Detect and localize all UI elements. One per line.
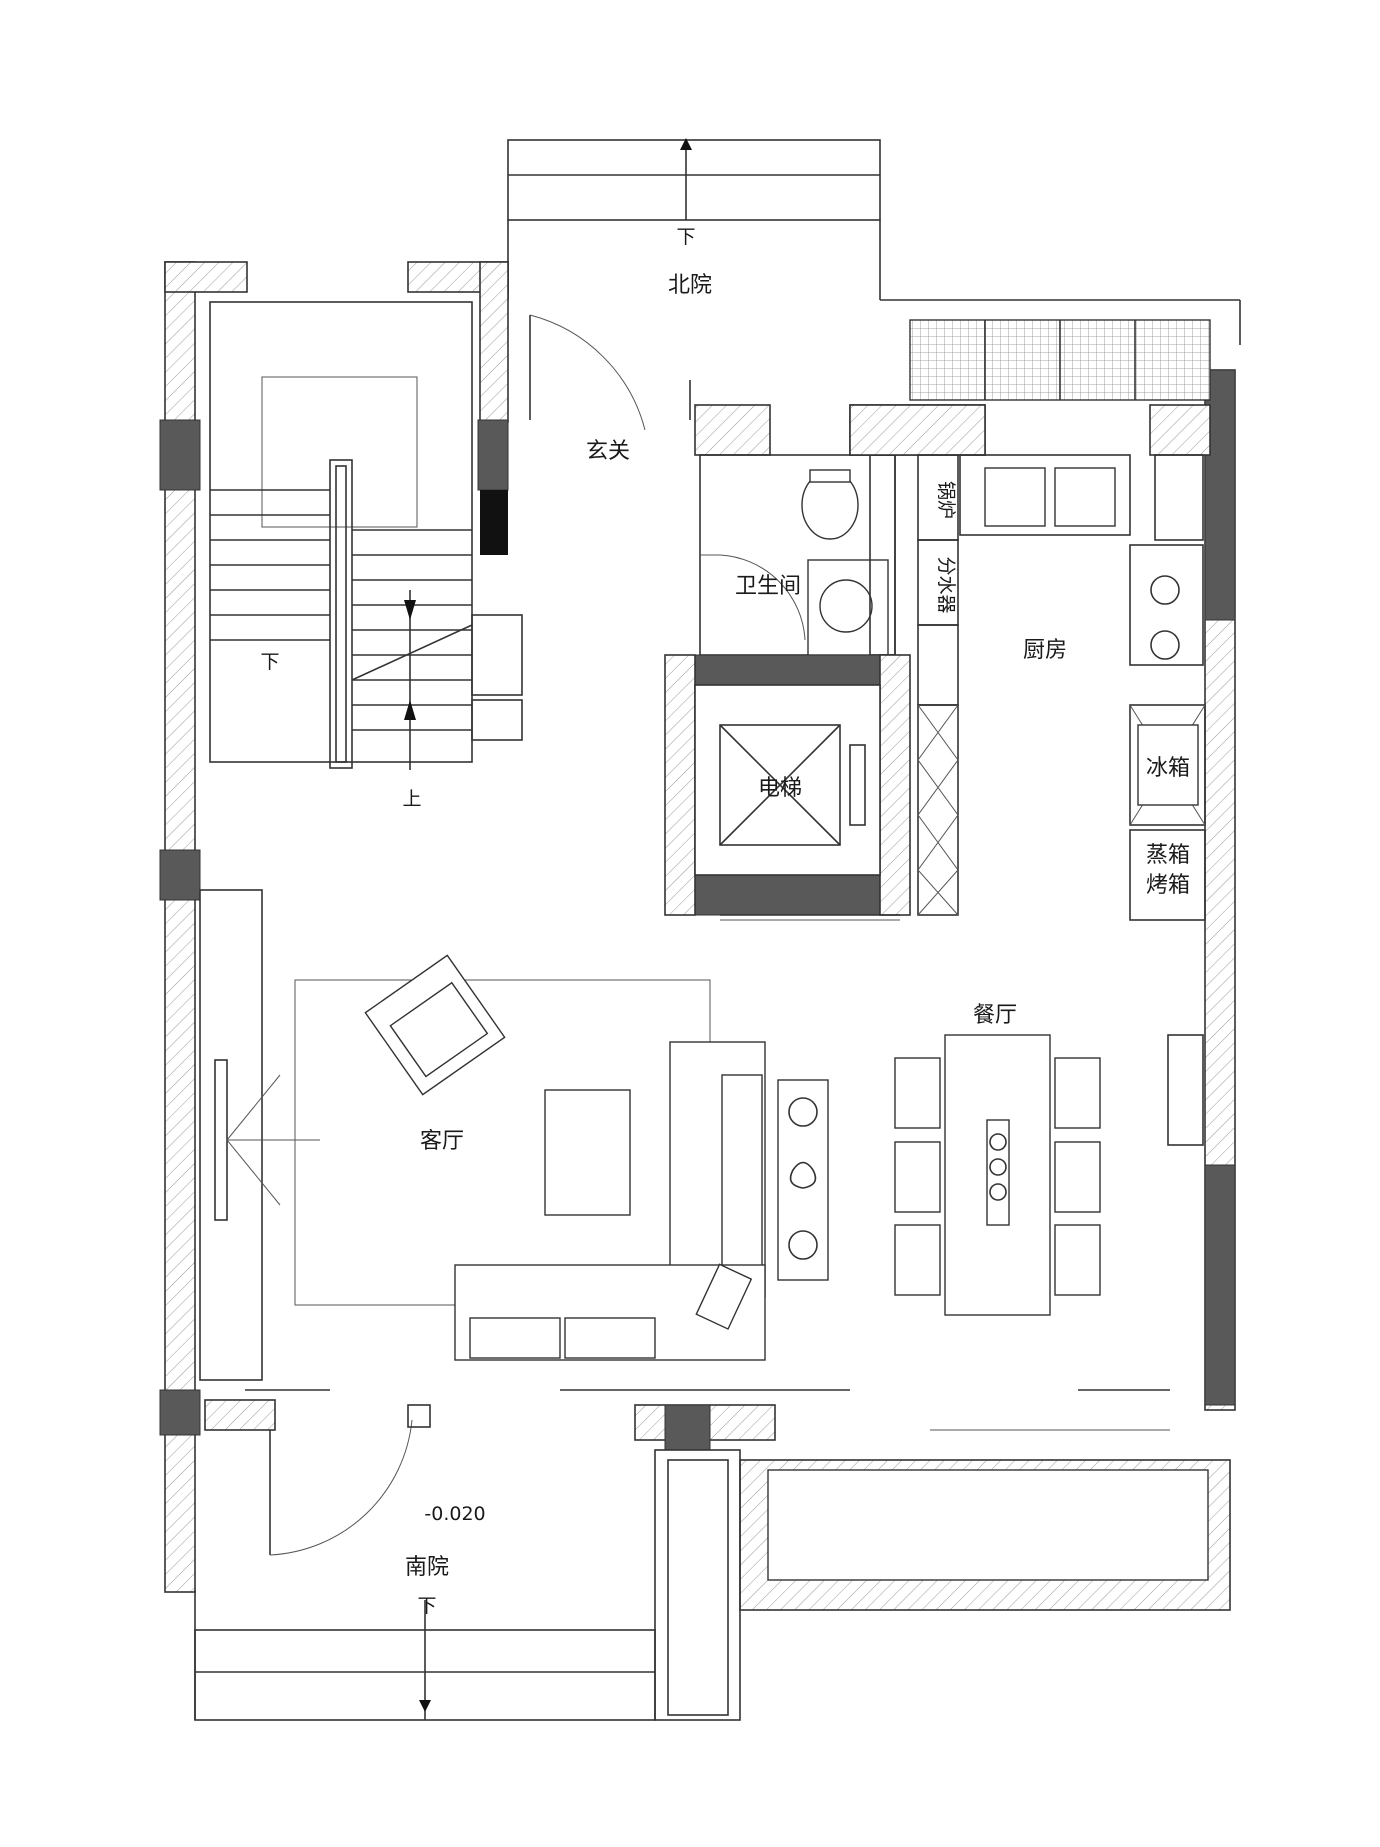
boiler-label: 锅炉 bbox=[935, 481, 957, 519]
structural-columns bbox=[159, 369, 1236, 1451]
south-yard bbox=[194, 1404, 741, 1721]
south-yard-label: 南院 bbox=[405, 1555, 449, 1580]
steam-oven-label: 蒸箱 bbox=[1146, 843, 1190, 868]
fridge-label: 冰箱 bbox=[1146, 756, 1190, 781]
kitchen bbox=[849, 319, 1211, 921]
living-room-label: 客厅 bbox=[420, 1129, 464, 1154]
north-yard-label: 北院 bbox=[668, 273, 712, 298]
water-distributor-label: 分水器 bbox=[935, 556, 957, 613]
living-room bbox=[199, 889, 829, 1381]
bathroom-label: 卫生间 bbox=[735, 574, 801, 599]
south-yard-step-label: 下 bbox=[417, 1595, 436, 1617]
stair-down-label: 下 bbox=[260, 651, 279, 673]
elevation-label: -0.020 bbox=[424, 1503, 485, 1525]
oven-label: 烤箱 bbox=[1146, 873, 1190, 898]
south-sliding-doors bbox=[245, 1389, 1170, 1431]
elevator-label: 电梯 bbox=[758, 776, 802, 801]
foyer-label: 玄关 bbox=[586, 439, 630, 464]
staircase bbox=[209, 301, 523, 770]
entrance-door bbox=[529, 314, 691, 431]
north-yard bbox=[507, 138, 1241, 345]
kitchen-label: 厨房 bbox=[1023, 638, 1067, 663]
elevator bbox=[664, 654, 911, 921]
dining-room-label: 餐厅 bbox=[973, 1003, 1017, 1028]
dining-room bbox=[894, 1034, 1204, 1316]
stair-up-label: 上 bbox=[402, 788, 421, 810]
north-yard-step-label: 下 bbox=[676, 226, 695, 248]
